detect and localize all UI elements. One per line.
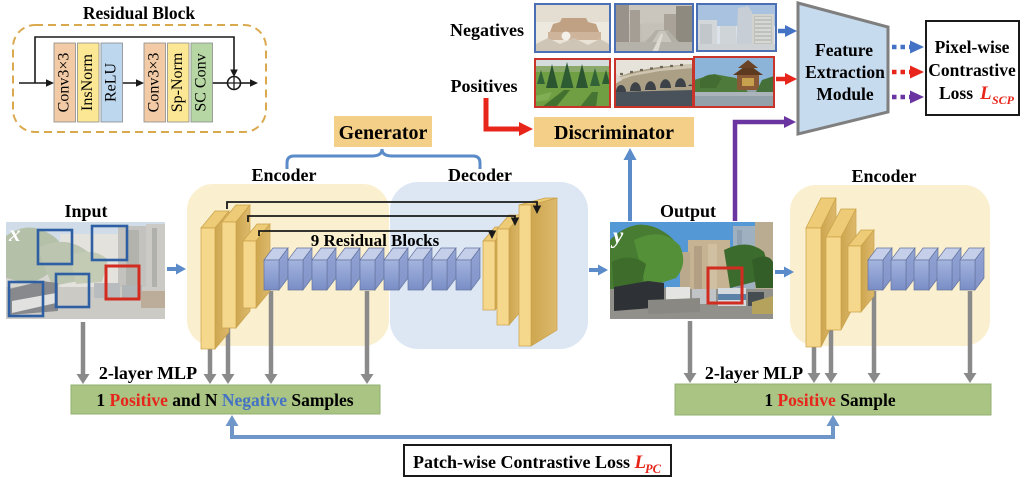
svg-text:1 Positive Sample: 1 Positive Sample xyxy=(764,390,895,410)
svg-text:Sp-Norm: Sp-Norm xyxy=(169,52,186,112)
svg-text:Residual Block: Residual Block xyxy=(83,3,196,23)
svg-text:Output: Output xyxy=(660,201,716,221)
svg-text:Decoder: Decoder xyxy=(448,165,512,185)
svg-text:Loss: Loss xyxy=(939,83,973,103)
svg-text:y: y xyxy=(610,223,624,248)
svg-text:2-layer MLP: 2-layer MLP xyxy=(705,363,803,383)
svg-text:x: x xyxy=(8,221,21,246)
svg-text:Pixel-wise: Pixel-wise xyxy=(935,37,1010,57)
svg-text:Discriminator: Discriminator xyxy=(554,122,674,144)
svg-text:Negatives: Negatives xyxy=(450,20,524,40)
svg-text:SCP: SCP xyxy=(992,93,1015,107)
svg-text:Extraction: Extraction xyxy=(805,62,885,82)
svg-text:Encoder: Encoder xyxy=(852,166,917,186)
svg-text:9 Residual Blocks: 9 Residual Blocks xyxy=(311,231,440,250)
svg-text:Conv3×3: Conv3×3 xyxy=(55,53,72,113)
svg-text:Contrastive: Contrastive xyxy=(928,60,1016,80)
svg-text:Feature: Feature xyxy=(815,40,873,60)
svg-text:ReLU: ReLU xyxy=(102,63,119,103)
svg-text:InsNorm: InsNorm xyxy=(79,54,96,111)
svg-text:SC Conv: SC Conv xyxy=(192,53,209,111)
svg-text:Positives: Positives xyxy=(451,76,518,96)
svg-text:Conv3×3: Conv3×3 xyxy=(145,53,162,113)
svg-text:Input: Input xyxy=(64,201,107,221)
svg-text:Module: Module xyxy=(816,84,874,104)
svg-text:Patch-wise Contrastive Loss: Patch-wise Contrastive Loss L xyxy=(413,452,646,473)
svg-text:2-layer MLP: 2-layer MLP xyxy=(99,363,197,383)
svg-text:Generator: Generator xyxy=(339,122,428,144)
svg-text:Encoder: Encoder xyxy=(252,165,317,185)
svg-text:PC: PC xyxy=(645,462,662,476)
svg-text:1 Positive and N Negative Samp: 1 Positive and N Negative Samples xyxy=(96,390,353,410)
svg-text:L: L xyxy=(979,83,992,104)
